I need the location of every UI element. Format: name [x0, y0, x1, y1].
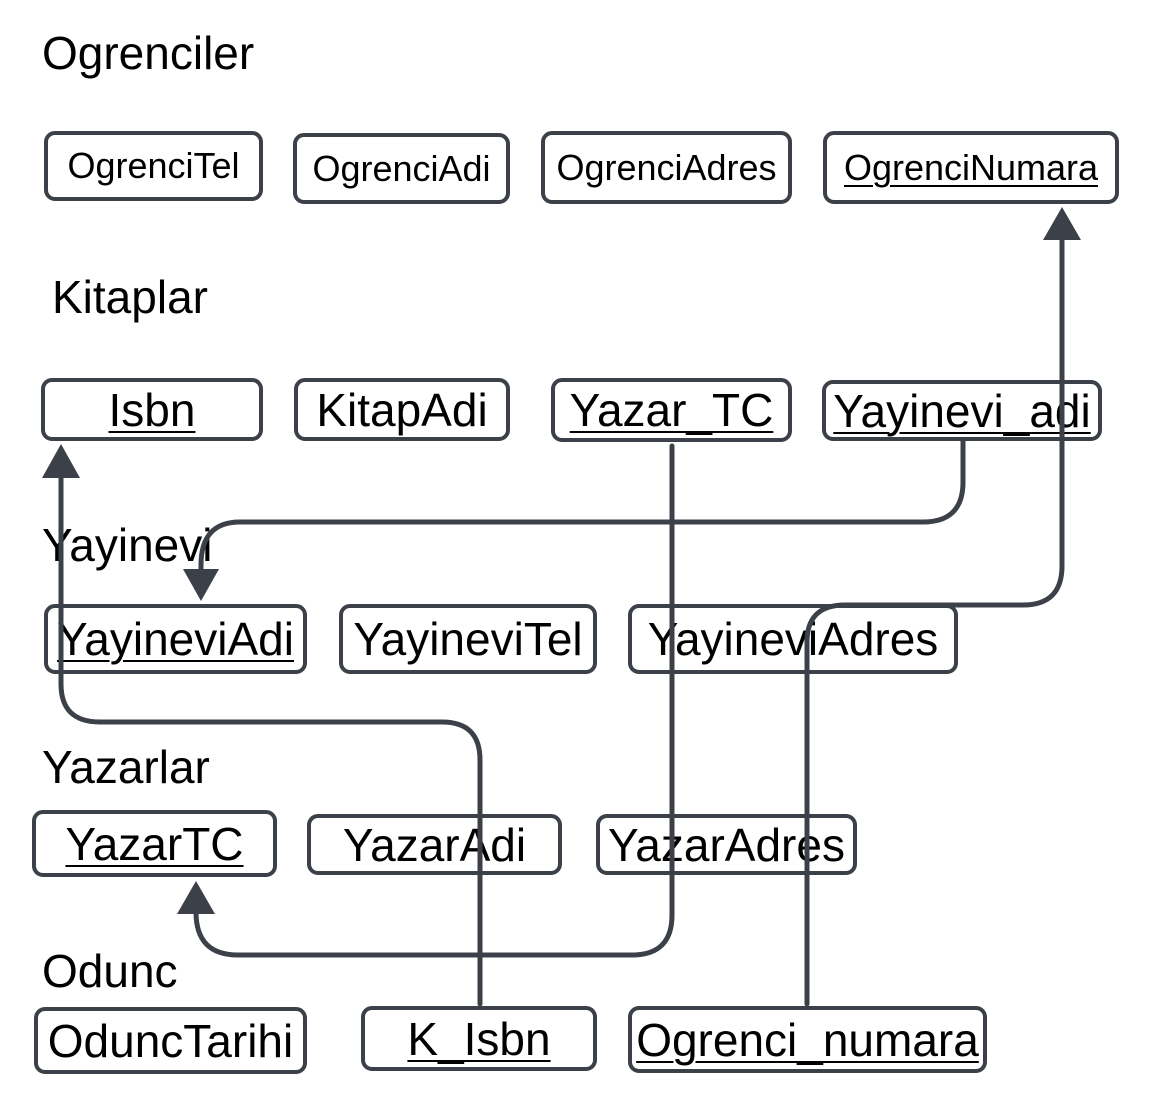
odunc-title: Odunc: [42, 945, 178, 997]
field-yazar-adres: YazarAdres: [596, 814, 857, 875]
yazarlar-title: Yazarlar: [42, 741, 210, 793]
field-yayinevi-adi-fk: Yayinevi_adi: [822, 380, 1102, 441]
field-isbn: Isbn: [41, 378, 263, 441]
arrowhead-yayineviadi: [183, 569, 219, 601]
field-yayinevi-adi: YayineviAdi: [44, 604, 307, 674]
kitaplar-title: Kitaplar: [52, 271, 208, 323]
field-ogrenci-tel: OgrenciTel: [44, 131, 263, 201]
field-yazar-tc-fk: Yazar_TC: [551, 378, 792, 442]
field-yayinevi-tel: YayineviTel: [339, 604, 597, 674]
field-yazar-tc: YazarTC: [32, 810, 277, 877]
field-yayinevi-adres: YayineviAdres: [628, 604, 958, 674]
arrow-yayinevi-adi-to-yayineviadi: [198, 438, 966, 583]
arrowhead-isbn: [42, 444, 80, 478]
arrowhead-ogrencinumara: [1043, 207, 1081, 240]
yayinevi-title: Yayinevi: [42, 519, 213, 571]
field-ogrenci-adres: OgrenciAdres: [541, 131, 792, 204]
field-k-isbn: K_Isbn: [361, 1006, 597, 1071]
arrow-yazar-tc-to-yazartc: [193, 443, 675, 958]
field-kitap-adi: KitapAdi: [294, 378, 510, 441]
ogrenciler-title: Ogrenciler: [42, 27, 255, 79]
arrowhead-yazartc: [177, 881, 215, 914]
field-yazar-adi: YazarAdi: [307, 814, 562, 875]
field-odunc-tarihi: OduncTarihi: [34, 1007, 307, 1074]
field-ogrenci-numara-fk: Ogrenci_numara: [628, 1006, 987, 1073]
field-ogrenci-adi: OgrenciAdi: [293, 133, 510, 204]
field-ogrenci-numara: OgrenciNumara: [823, 131, 1119, 204]
